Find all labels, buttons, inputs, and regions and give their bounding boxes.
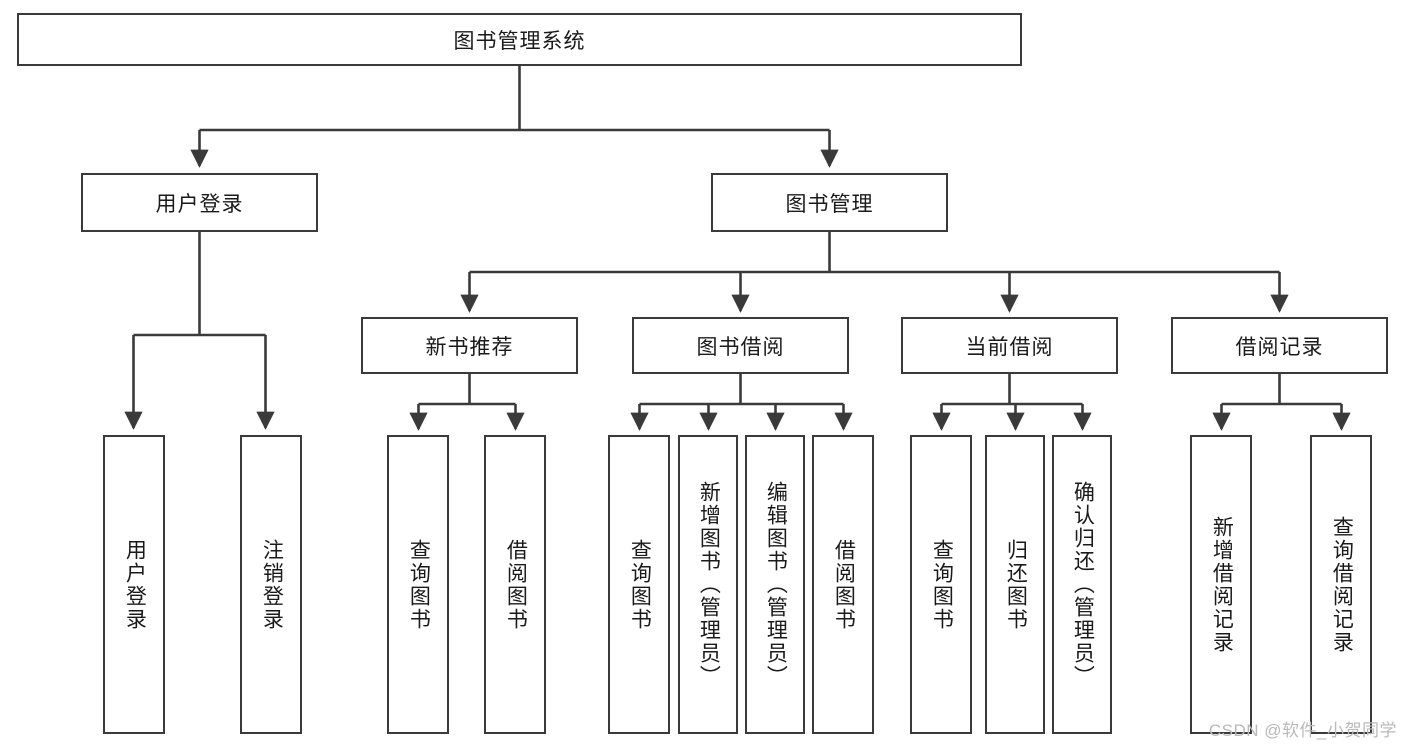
watermark-text: CSDN @软件_小贺同学	[1208, 721, 1397, 740]
leaf-confirm-return-admin[interactable]: 确认归还（管理员）	[1052, 435, 1112, 734]
leaf-return-book[interactable]: 归还图书	[985, 435, 1045, 734]
node-root[interactable]: 图书管理系统	[17, 13, 1022, 66]
leaf-add-borrow-record[interactable]: 新增借阅记录	[1190, 435, 1252, 734]
leaf-user-login[interactable]: 用户登录	[103, 435, 165, 734]
leaf-add-book-admin[interactable]: 新增图书（管理员）	[678, 435, 738, 734]
leaf-query-book-new[interactable]: 查询图书	[387, 435, 449, 734]
node-new-book-recommend[interactable]: 新书推荐	[361, 317, 578, 374]
node-book-management[interactable]: 图书管理	[711, 173, 948, 232]
node-borrow-record[interactable]: 借阅记录	[1171, 317, 1388, 374]
node-current-borrow[interactable]: 当前借阅	[901, 317, 1118, 374]
node-book-borrow[interactable]: 图书借阅	[632, 317, 849, 374]
node-user-login[interactable]: 用户登录	[81, 173, 318, 232]
leaf-borrow-book[interactable]: 借阅图书	[812, 435, 874, 734]
leaf-borrow-book-new[interactable]: 借阅图书	[484, 435, 546, 734]
leaf-logout[interactable]: 注销登录	[240, 435, 302, 734]
leaf-query-borrow-record[interactable]: 查询借阅记录	[1310, 435, 1372, 734]
leaf-edit-book-admin[interactable]: 编辑图书（管理员）	[745, 435, 805, 734]
leaf-query-book-borrow[interactable]: 查询图书	[608, 435, 670, 734]
leaf-query-book-current[interactable]: 查询图书	[910, 435, 972, 734]
